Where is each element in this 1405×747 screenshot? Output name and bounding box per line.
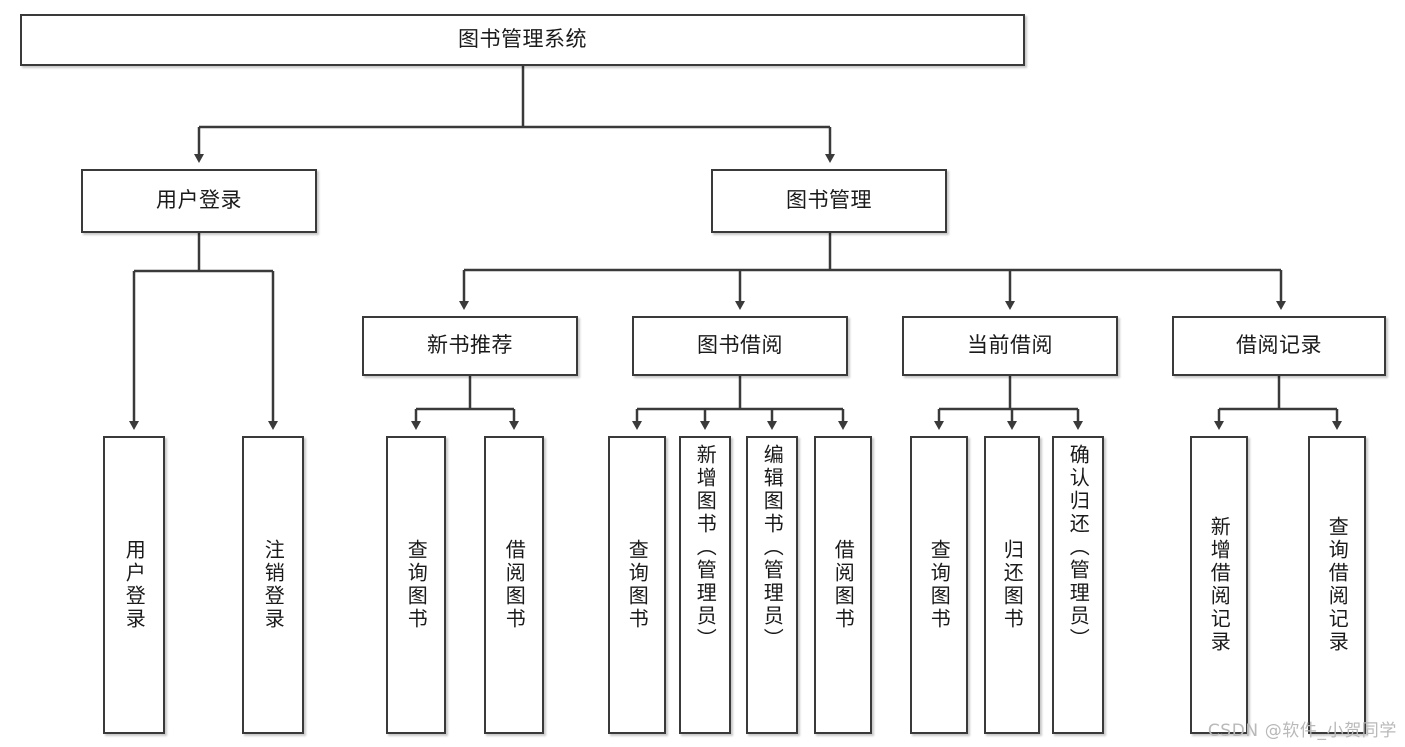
node-user-login[interactable]: 用户登录 [81,169,317,233]
node-leaf-query-book-2-label: 查询图书 [625,539,650,631]
node-leaf-add-book-label: 新增图书（管理员） [693,444,718,651]
node-leaf-borrow-book-2[interactable]: 借阅图书 [814,436,872,734]
node-leaf-borrow-book-1-label: 借阅图书 [502,539,527,631]
node-current-borrow[interactable]: 当前借阅 [902,316,1118,376]
node-leaf-logout[interactable]: 注销登录 [242,436,304,734]
node-leaf-add-record[interactable]: 新增借阅记录 [1190,436,1248,734]
node-leaf-return-book-label: 归还图书 [1000,539,1025,631]
node-root-label: 图书管理系统 [458,27,587,52]
node-leaf-edit-book-label: 编辑图书（管理员） [760,444,785,651]
node-leaf-query-book-1[interactable]: 查询图书 [386,436,446,734]
node-leaf-query-book-3[interactable]: 查询图书 [910,436,968,734]
node-leaf-add-record-label: 新增借阅记录 [1207,516,1232,654]
node-leaf-confirm-return-label: 确认归还（管理员） [1066,444,1091,651]
node-new-book-rec-label: 新书推荐 [427,333,513,358]
node-leaf-query-record-label: 查询借阅记录 [1325,516,1350,654]
node-book-borrow[interactable]: 图书借阅 [632,316,848,376]
node-leaf-query-book-3-label: 查询图书 [927,539,952,631]
node-book-manage-label: 图书管理 [786,188,872,213]
node-leaf-return-book[interactable]: 归还图书 [984,436,1040,734]
node-leaf-add-book[interactable]: 新增图书（管理员） [679,436,731,734]
node-book-manage[interactable]: 图书管理 [711,169,947,233]
node-new-book-rec[interactable]: 新书推荐 [362,316,578,376]
node-leaf-user-login[interactable]: 用户登录 [103,436,165,734]
node-leaf-logout-label: 注销登录 [261,539,286,631]
node-leaf-confirm-return[interactable]: 确认归还（管理员） [1052,436,1104,734]
node-user-login-label: 用户登录 [156,188,242,213]
node-root[interactable]: 图书管理系统 [20,14,1025,66]
node-leaf-user-login-label: 用户登录 [122,539,147,631]
node-leaf-query-record[interactable]: 查询借阅记录 [1308,436,1366,734]
node-leaf-borrow-book-1[interactable]: 借阅图书 [484,436,544,734]
node-leaf-query-book-1-label: 查询图书 [404,539,429,631]
node-borrow-record-label: 借阅记录 [1236,333,1322,358]
node-leaf-borrow-book-2-label: 借阅图书 [831,539,856,631]
node-leaf-query-book-2[interactable]: 查询图书 [608,436,666,734]
node-book-borrow-label: 图书借阅 [697,333,783,358]
node-borrow-record[interactable]: 借阅记录 [1172,316,1386,376]
csdn-watermark: CSDN @软件_小贺同学 [1207,721,1397,741]
node-leaf-edit-book[interactable]: 编辑图书（管理员） [746,436,798,734]
node-current-borrow-label: 当前借阅 [967,333,1053,358]
